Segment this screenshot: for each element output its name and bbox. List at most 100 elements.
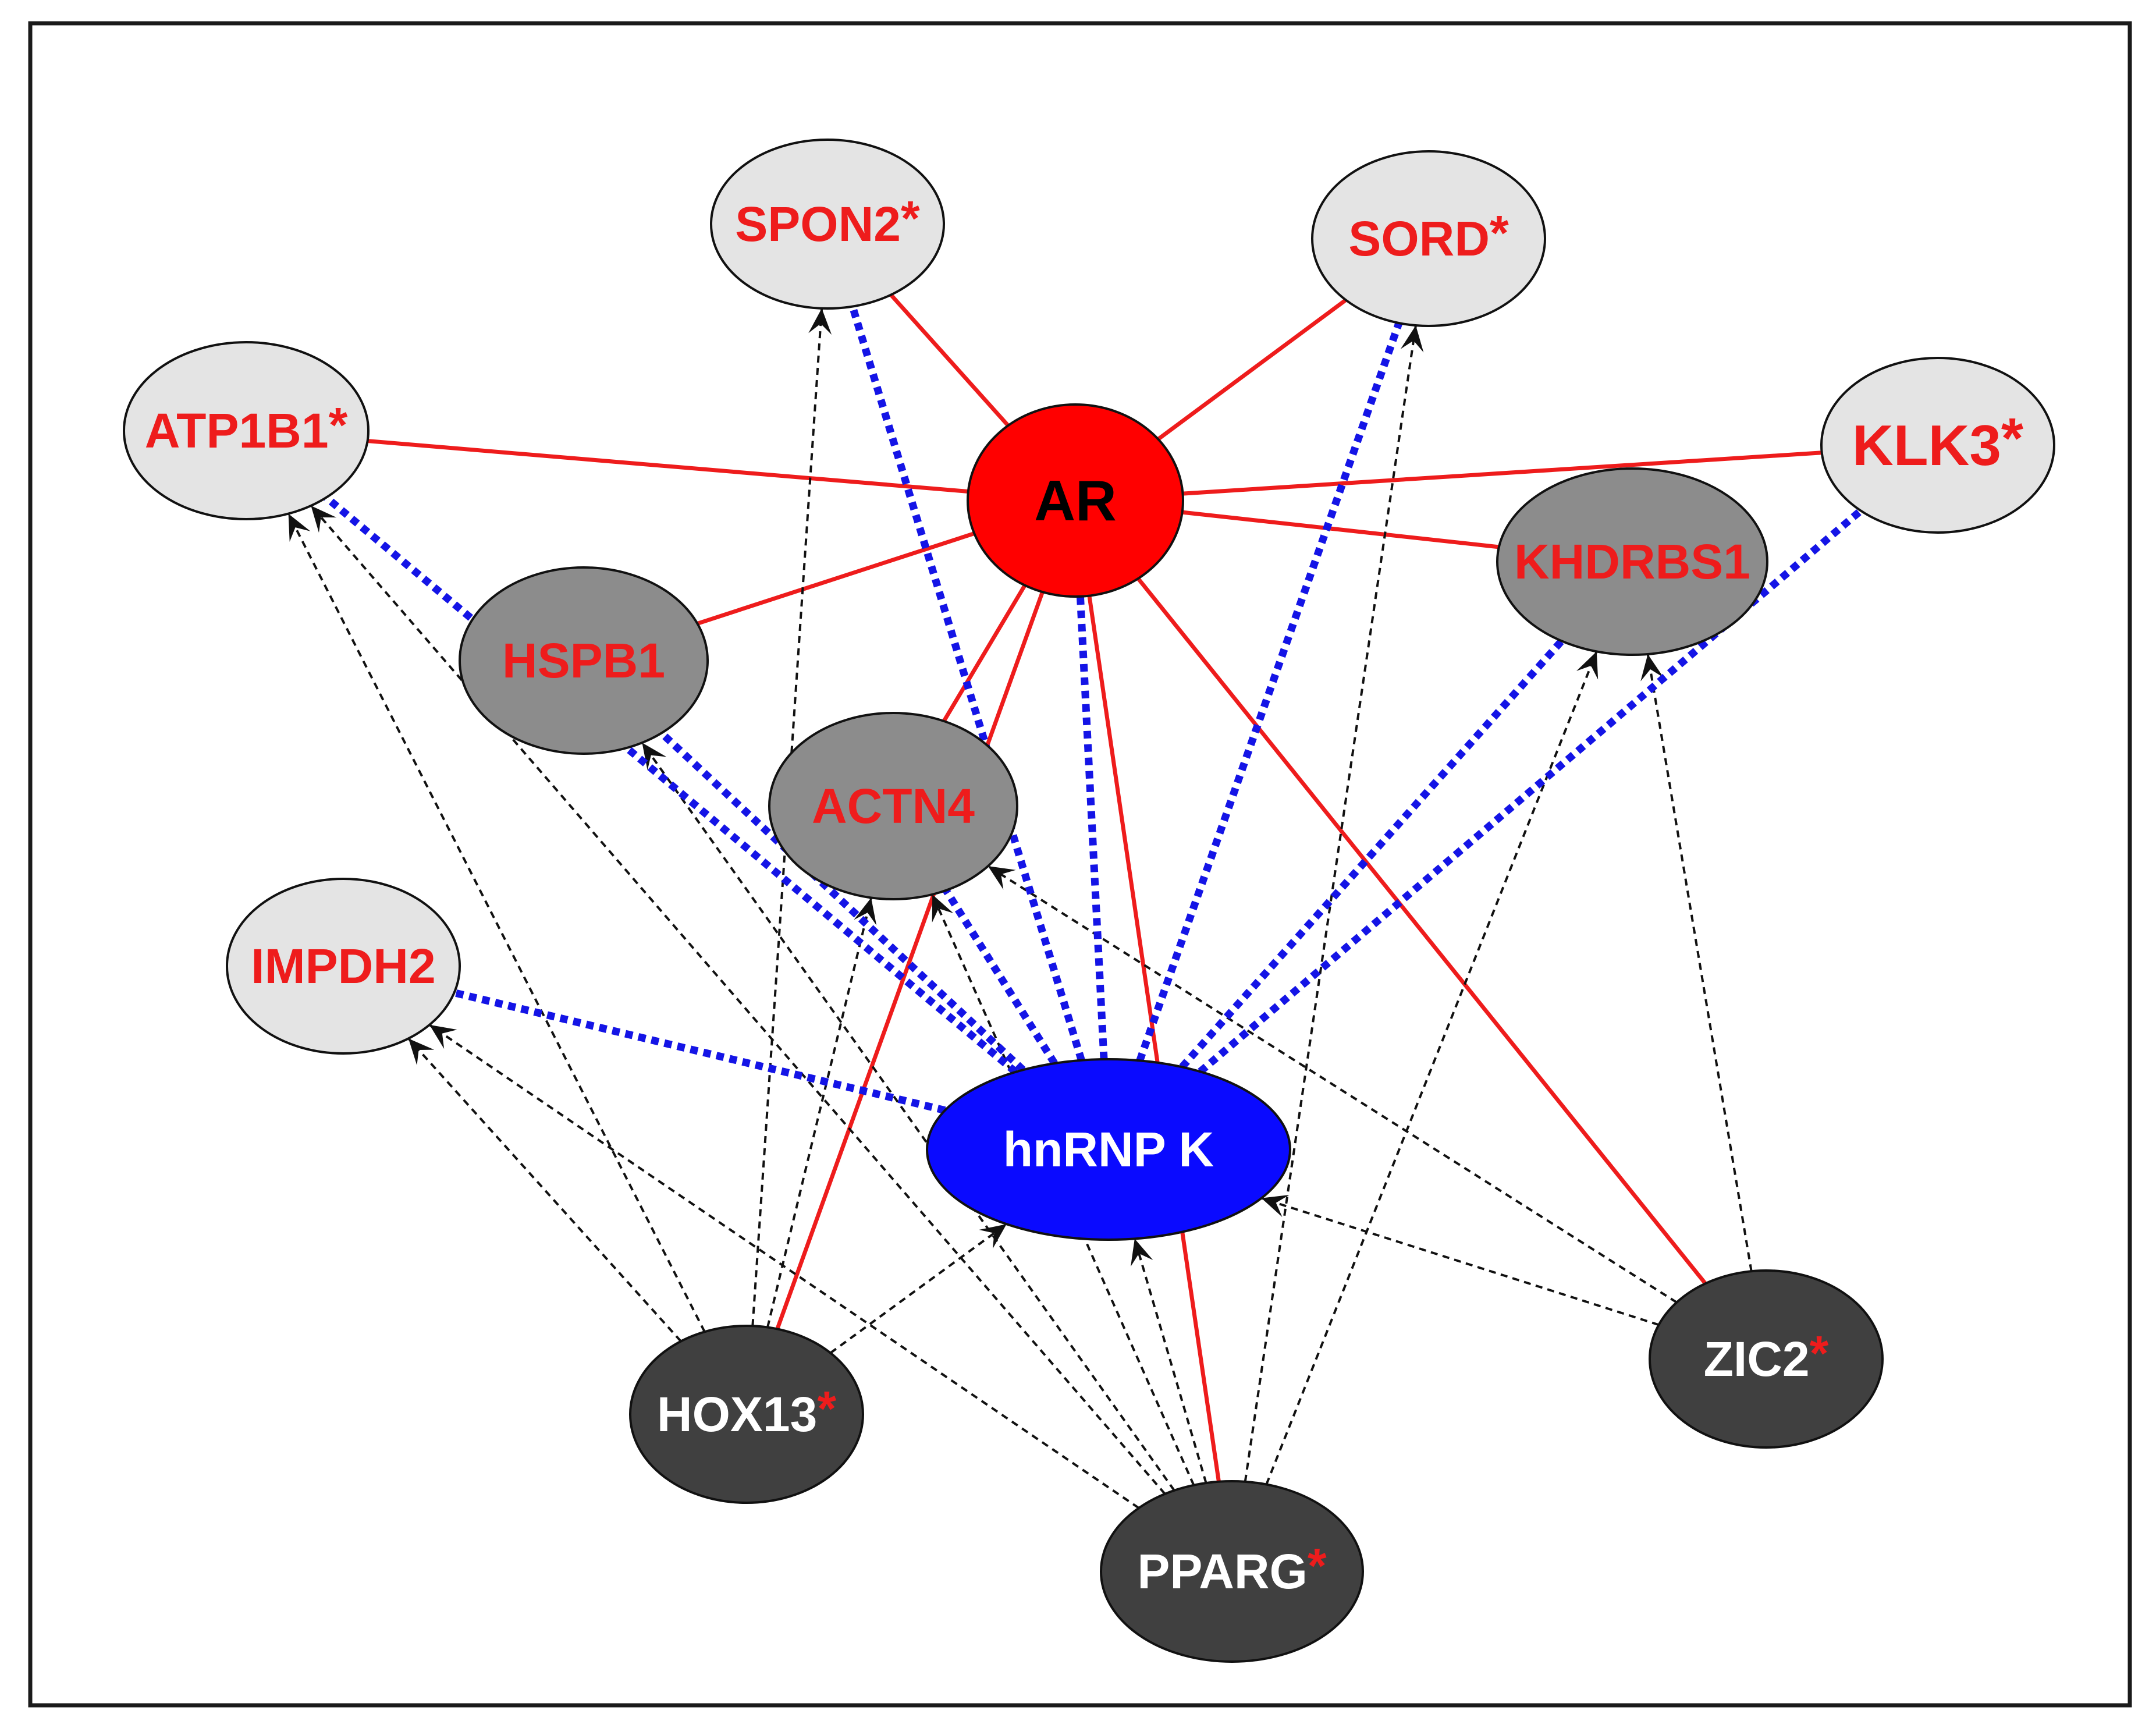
ar-edge-atp1b1 [367, 439, 969, 494]
arrowhead-icon [979, 1224, 1007, 1249]
node-label-text: HSPB1 [502, 633, 665, 688]
node-hspb1[interactable]: HSPB1 [459, 566, 709, 755]
node-actn4-label: ACTN4 [812, 779, 975, 833]
significance-star: * [1810, 1326, 1829, 1381]
node-sord-shape [1311, 150, 1546, 327]
ar-interaction-edges [367, 293, 1822, 1482]
node-impdh2-label: IMPDH2 [251, 939, 435, 993]
node-hox13[interactable]: HOX13* [629, 1325, 864, 1504]
node-pparg-label: PPARG* [1137, 1538, 1326, 1599]
node-klk3[interactable]: KLK3* [1820, 357, 2055, 534]
regulation-edge-hox13-spon2 [751, 308, 823, 1326]
node-label-text: KLK3 [1852, 413, 2001, 477]
node-impdh2[interactable]: IMPDH2 [226, 878, 461, 1055]
node-label-text: ZIC2 [1704, 1332, 1810, 1386]
hnrnpk-edge-hspb1 [659, 730, 1026, 1073]
node-label-text: ACTN4 [812, 779, 975, 833]
significance-star: * [817, 1381, 836, 1436]
regulation-edge-hox13-impdh2 [407, 1037, 682, 1342]
ar-edge-actn4 [942, 584, 1027, 722]
node-sord-label: SORD* [1348, 205, 1509, 266]
node-khdrbs1-shape [1496, 467, 1768, 656]
node-zic2[interactable]: ZIC2* [1649, 1269, 1884, 1449]
arrowhead-icon [808, 308, 832, 335]
arrowhead-icon [642, 743, 667, 771]
node-hox13-shape [629, 1325, 864, 1504]
node-spon2-label: SPON2* [735, 191, 920, 251]
significance-star: * [901, 191, 920, 246]
node-khdrbs1[interactable]: KHDRBS1 [1496, 467, 1768, 656]
node-klk3-shape [1820, 357, 2055, 534]
ar-edge-pparg [1087, 595, 1221, 1482]
arrowhead-icon [854, 897, 877, 925]
node-label-text: hnRNP K [1003, 1122, 1214, 1177]
regulation-edge-pparg-hnrnpk [1133, 1238, 1207, 1484]
node-zic2-shape [1649, 1269, 1884, 1449]
hnrnpk-edge-impdh2 [453, 989, 946, 1115]
regulation-edge-hox13-actn4 [766, 897, 872, 1328]
node-sord[interactable]: SORD* [1311, 150, 1546, 327]
ar-edge-spon2 [889, 293, 1010, 427]
node-spon2[interactable]: SPON2* [710, 139, 945, 310]
node-khdrbs1-label: KHDRBS1 [1514, 534, 1750, 589]
arrowhead-icon [408, 1038, 435, 1066]
significance-star: * [1490, 205, 1509, 260]
node-ar-label: AR [1034, 469, 1117, 533]
hnrnpk-edge-atp1b1 [324, 494, 1018, 1075]
node-atp1b1-label: ATP1B1* [145, 398, 348, 458]
ar-edge-klk3 [1182, 450, 1822, 496]
arrowhead-icon [429, 1024, 457, 1049]
node-hspb1-shape [459, 566, 709, 755]
significance-star: * [329, 398, 348, 452]
gene-nodes: SPON2*SORD*ATP1B1*KLK3*ARKHDRBS1HSPB1ACT… [123, 139, 2055, 1663]
node-hnrnpk[interactable]: hnRNP K [926, 1058, 1291, 1241]
arrowhead-icon [1640, 654, 1664, 682]
node-label-text: ATP1B1 [145, 403, 329, 458]
significance-star: * [1308, 1538, 1327, 1593]
node-hnrnpk-shape [926, 1058, 1291, 1241]
regulation-edge-zic2-khdrbs1 [1646, 654, 1753, 1272]
hnrnpk-edge-khdrbs1 [1179, 638, 1565, 1070]
regulation-edge-zic2-hnrnpk [1261, 1197, 1660, 1326]
node-atp1b1[interactable]: ATP1B1* [123, 341, 370, 520]
node-label-text: HOX13 [657, 1387, 817, 1442]
node-ar-shape [967, 403, 1184, 598]
regulation-arrow-edges [287, 308, 1753, 1509]
node-impdh2-shape [226, 878, 461, 1055]
node-label-text: SPON2 [735, 197, 901, 251]
ar-edge-sord [1157, 298, 1347, 441]
node-label-text: AR [1034, 469, 1117, 533]
arrowhead-icon [1400, 325, 1424, 353]
ar-edge-khdrbs1 [1182, 510, 1500, 549]
hnrnpk-edge-spon2 [848, 305, 1085, 1062]
node-actn4[interactable]: ACTN4 [768, 712, 1018, 900]
node-label-text: IMPDH2 [251, 939, 435, 993]
diagram-frame [28, 21, 2132, 1708]
node-pparg[interactable]: PPARG* [1100, 1480, 1364, 1663]
node-label-text: KHDRBS1 [1514, 534, 1750, 589]
node-hnrnpk-label: hnRNP K [1003, 1122, 1214, 1177]
regulation-edge-pparg-hspb1 [641, 741, 1175, 1491]
node-ar[interactable]: AR [967, 403, 1184, 598]
regulation-edge-zic2-actn4 [987, 865, 1678, 1304]
hnrnpk-interaction-edges [324, 305, 1863, 1115]
arrowhead-icon [1131, 1239, 1153, 1267]
node-pparg-shape [1100, 1480, 1364, 1663]
hnrnpk-edge-klk3 [1198, 508, 1863, 1075]
node-zic2-label: ZIC2* [1704, 1326, 1829, 1386]
ar-edge-hspb1 [697, 531, 975, 626]
node-spon2-shape [710, 139, 945, 310]
ar-edge-zic2 [1136, 577, 1707, 1285]
regulation-edge-pparg-atp1b1 [310, 505, 1166, 1495]
regulation-edge-pparg-khdrbs1 [1265, 651, 1598, 1485]
node-hspb1-label: HSPB1 [502, 633, 665, 688]
node-klk3-label: KLK3* [1852, 406, 2024, 477]
arrowhead-icon [1576, 651, 1599, 680]
arrowhead-icon [288, 513, 311, 542]
node-atp1b1-shape [123, 341, 370, 520]
arrowhead-icon [932, 894, 954, 923]
node-hox13-label: HOX13* [657, 1381, 836, 1442]
significance-star: * [2001, 406, 2024, 470]
arrowhead-icon [988, 866, 1016, 890]
